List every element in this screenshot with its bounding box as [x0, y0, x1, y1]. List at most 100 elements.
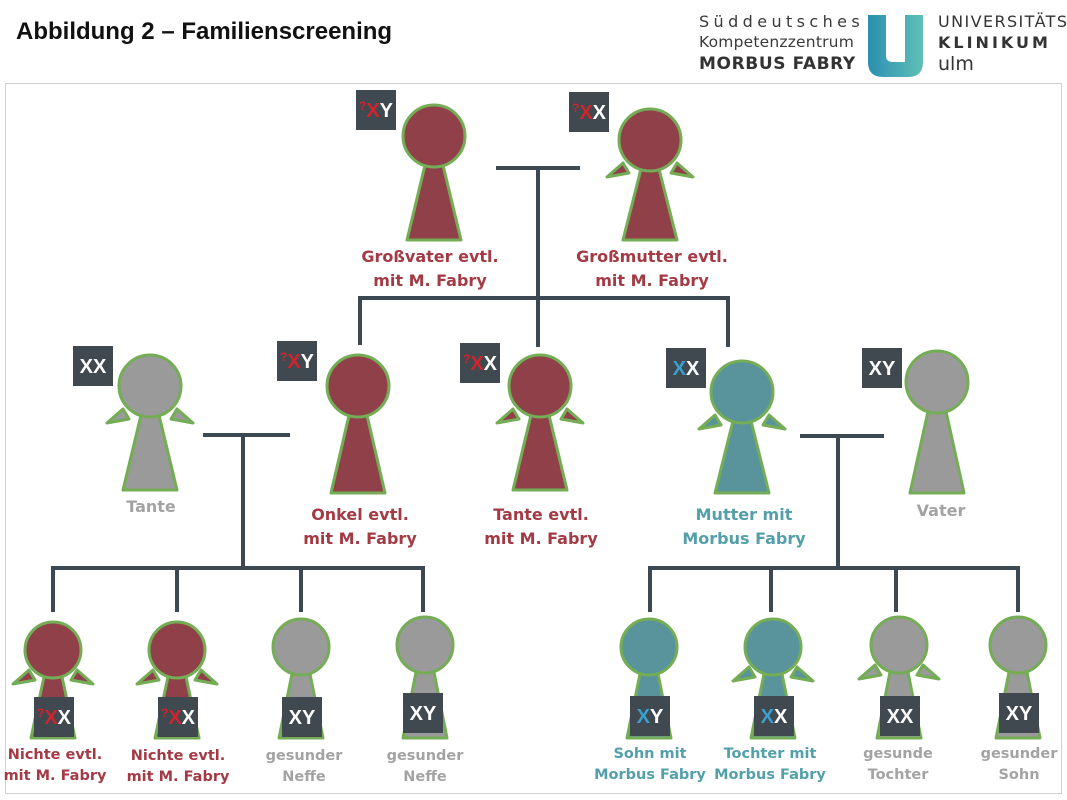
chromosome-x-affected: X [168, 707, 182, 729]
label-neffe-1: gesunder Neffe [219, 746, 389, 788]
chromosome-second: Y [301, 351, 315, 373]
label-onkel-line1: Onkel evtl. [311, 505, 409, 524]
person-head-icon [507, 353, 573, 419]
person-onkel: ?XY [277, 341, 391, 495]
person-vater: XY [862, 348, 970, 495]
ponytail-left-icon [731, 665, 757, 683]
label-neffe-1-line1: gesunder [265, 748, 343, 764]
person-nichte1: ?XX [11, 620, 95, 740]
chromosome-x-affected: X [579, 102, 593, 124]
chromosome-badge-bg [999, 693, 1039, 733]
chromosome-x-carrier: X [637, 706, 651, 728]
chromosome-badge-text: XY [637, 706, 664, 728]
chromosome-badge-text: XY [869, 358, 896, 380]
label-neffe-1-line2: Neffe [282, 769, 326, 785]
person-body-icon [713, 415, 771, 495]
label-onkel: Onkel evtl. mit M. Fabry [275, 503, 445, 551]
label-nichte-1-line2: mit M. Fabry [3, 768, 107, 784]
diagram-frame [5, 83, 1062, 794]
label-mutter-line2: Morbus Fabry [682, 529, 806, 548]
person-head-icon [617, 107, 683, 173]
label-neffe-2-line1: gesunder [386, 748, 464, 764]
ponytail-left-icon [697, 413, 723, 431]
person-head-icon [23, 620, 83, 680]
chromosome-badge: ?XX [460, 343, 500, 383]
suspect-marker: ? [359, 99, 366, 113]
chromosome-badge: XY [282, 697, 322, 737]
label-tochter-gesund-line2: Tochter [867, 767, 929, 783]
label-onkel-line2: mit M. Fabry [303, 529, 417, 548]
chromosome-badge: XY [862, 348, 902, 388]
chromosome-badge-bg [754, 696, 794, 736]
chromosome-second: Y [380, 100, 394, 122]
person-neffe1: XY [271, 617, 331, 740]
chromosome-badge-text: XX [673, 358, 700, 380]
chromosome-badge-text: ?XX [161, 706, 196, 729]
label-nichte-2-line1: Nichte evtl. [130, 748, 226, 764]
chromosome-badge-bg [73, 346, 113, 386]
chromosome-x-affected: X [470, 353, 484, 375]
chromosome-second: X [182, 707, 196, 729]
person-body-icon [511, 409, 569, 492]
chromosome-badge: ?XY [277, 341, 317, 381]
universitaetsklinikum-logo: UNIVERSITÄTS KLINIKUM ulm [938, 11, 1067, 75]
ponytail-right-icon [789, 665, 815, 683]
suspect-marker: ? [37, 706, 44, 720]
person-tochter-gesund: XX [857, 615, 941, 740]
chromosome-badge: ?XX [158, 697, 198, 737]
chromosome-badge-bg [460, 343, 500, 383]
label-sohn-gesund-line1: gesunder [980, 746, 1058, 762]
chromosome-second: X [58, 707, 72, 729]
person-sohn-fabry: XY [619, 617, 679, 740]
chromosome-second: X [593, 102, 607, 124]
person-nichte2: ?XX [135, 620, 219, 740]
label-grossvater-line2: mit M. Fabry [373, 271, 487, 290]
chromosome-badge-text: ?XX [37, 706, 72, 729]
person-mutter: XX [666, 348, 787, 495]
person-head-icon [325, 353, 391, 419]
ponytail-right-icon [193, 668, 219, 686]
chromosome-badge-text: ?XY [280, 350, 315, 373]
chromosome-badge-bg [277, 341, 317, 381]
person-head-icon [147, 620, 207, 680]
ponytail-left-icon [495, 407, 521, 425]
label-grossmutter-line1: Großmutter evtl. [576, 247, 728, 266]
chromosome-badge: XX [754, 696, 794, 736]
person-grossvater: ?XY [356, 90, 467, 242]
person-head-icon [743, 617, 803, 677]
chromosome-x-affected: X [44, 707, 58, 729]
chromosome-badge: XY [630, 696, 670, 736]
logo-line-2: Kompetenzzentrum [699, 33, 854, 51]
label-tante-1-line1: Tante [126, 497, 176, 516]
label-sohn-gesund-line2: Sohn [998, 767, 1040, 783]
logo-right-line-1: UNIVERSITÄTS [938, 12, 1067, 31]
chromosome-badge-bg [666, 348, 706, 388]
person-head-icon [619, 617, 679, 677]
label-tochter-fabry-line2: Morbus Fabry [714, 767, 826, 783]
chromosome-badge-bg [569, 92, 609, 132]
person-neffe2: XY [395, 615, 455, 740]
person-head-icon [869, 615, 929, 675]
chromosome-badge-bg [158, 697, 198, 737]
person-grossmutter: ?XX [569, 92, 695, 242]
label-nichte-1-line1: Nichte evtl. [7, 747, 103, 763]
person-head-icon [904, 349, 970, 415]
label-tochter-fabry: Tochter mit Morbus Fabry [685, 744, 855, 786]
chromosome-badge-text: XX [80, 356, 107, 378]
label-tochter-fabry-line1: Tochter mit [723, 746, 817, 762]
label-vater-line1: Vater [916, 501, 966, 520]
chromosome-badge-bg [880, 696, 920, 736]
person-head-icon [988, 615, 1048, 675]
suspect-marker: ? [463, 352, 470, 366]
ponytail-left-icon [135, 668, 161, 686]
chromosome-second: X [484, 353, 498, 375]
ponytail-right-icon [761, 413, 787, 431]
person-body-icon [405, 159, 463, 242]
label-sohn-fabry-line2: Morbus Fabry [594, 767, 706, 783]
label-neffe-2-line2: Neffe [403, 769, 447, 785]
ponytail-left-icon [11, 668, 37, 686]
chromosome-badge-text: XY [410, 703, 437, 725]
chromosome-badge-bg [356, 90, 396, 130]
